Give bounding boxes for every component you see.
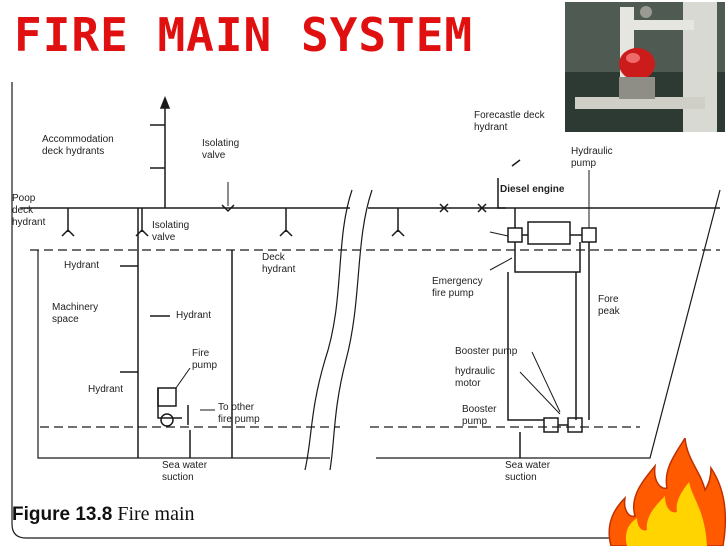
label-booster-pump-top: Booster pump [455,346,518,357]
flame-icon [608,438,727,546]
label-hydraulic-motor: hydraulic motor [455,366,496,389]
deck-hydrant-2-symbol [391,208,405,237]
isolating-valve-symbol [135,208,149,237]
emergency-leaders [489,231,513,271]
break-line-2 [329,189,373,471]
isolating-valve-mark [221,204,235,213]
emergency-pump-box [507,227,523,243]
label-fire-pump: Fire pump [192,348,218,371]
label-to-other: To other fire pump [218,402,260,425]
emergency-pump-lines [514,242,581,273]
main-valve-right-2 [477,203,487,213]
hydrant-branches [120,265,170,373]
diesel-engine-box [527,221,571,245]
label-poop-deck: Poop deck hydrant [12,193,46,228]
break-line-1 [304,189,353,471]
label-hydrant-left: Hydrant [64,260,100,271]
pump-photo-image [565,2,725,132]
caption-text: Fire main [117,503,195,525]
label-accommodation: Accommodation deck hydrants [42,134,114,157]
label-isolating-valve-top: Isolating valve [202,138,240,161]
label-deck-hydrant: Deck hydrant [262,252,296,275]
fire-pump-piping [157,388,191,458]
hull-right [376,189,721,459]
label-isolating-valve-mid: Isolating valve [152,220,190,243]
hydraulic-pump-box [581,227,597,243]
fire-pump-body [157,387,177,407]
label-hydrant-low: Hydrant [88,384,124,395]
fire-pump-leader [175,367,191,389]
forecastle-hydrant-symbol [497,159,521,209]
riser-arrow [159,95,171,109]
poop-hydrant-symbol [61,208,75,237]
booster-line [507,272,544,421]
fire-pump-impeller [160,413,174,427]
hydraulic-motor-box [567,417,583,433]
label-sea-water-left: Sea water suction [162,460,208,483]
booster-pump-box [543,417,559,433]
label-sea-water-right: Sea water suction [505,460,551,483]
label-machinery-space: Machinery space [52,302,99,325]
label-emergency-pump: Emergency fire pump [432,276,483,299]
label-forecastle: Forecastle deck hydrant [474,110,545,133]
slide-title: FIRE MAIN SYSTEM [14,8,474,62]
accommodation-riser [150,108,166,208]
label-booster-pump-low: Booster pump [462,404,497,427]
figure-caption: Figure 13.8 Fire main [12,503,195,526]
label-hydraulic-pump: Hydraulic pump [571,146,613,169]
pump-photo [565,2,725,132]
label-diesel-engine: Diesel engine [500,184,565,195]
main-valve-right [439,203,449,213]
caption-figure-number: Figure 13.8 [12,504,113,525]
booster-shaft [519,424,568,458]
label-hydrant-mid: Hydrant [176,310,212,321]
label-fore-peak: Fore peak [598,294,620,317]
hydraulic-lines [575,242,590,420]
booster-leaders [519,351,561,415]
deck-hydrant-symbol [279,208,293,237]
slide-frame [11,82,700,539]
